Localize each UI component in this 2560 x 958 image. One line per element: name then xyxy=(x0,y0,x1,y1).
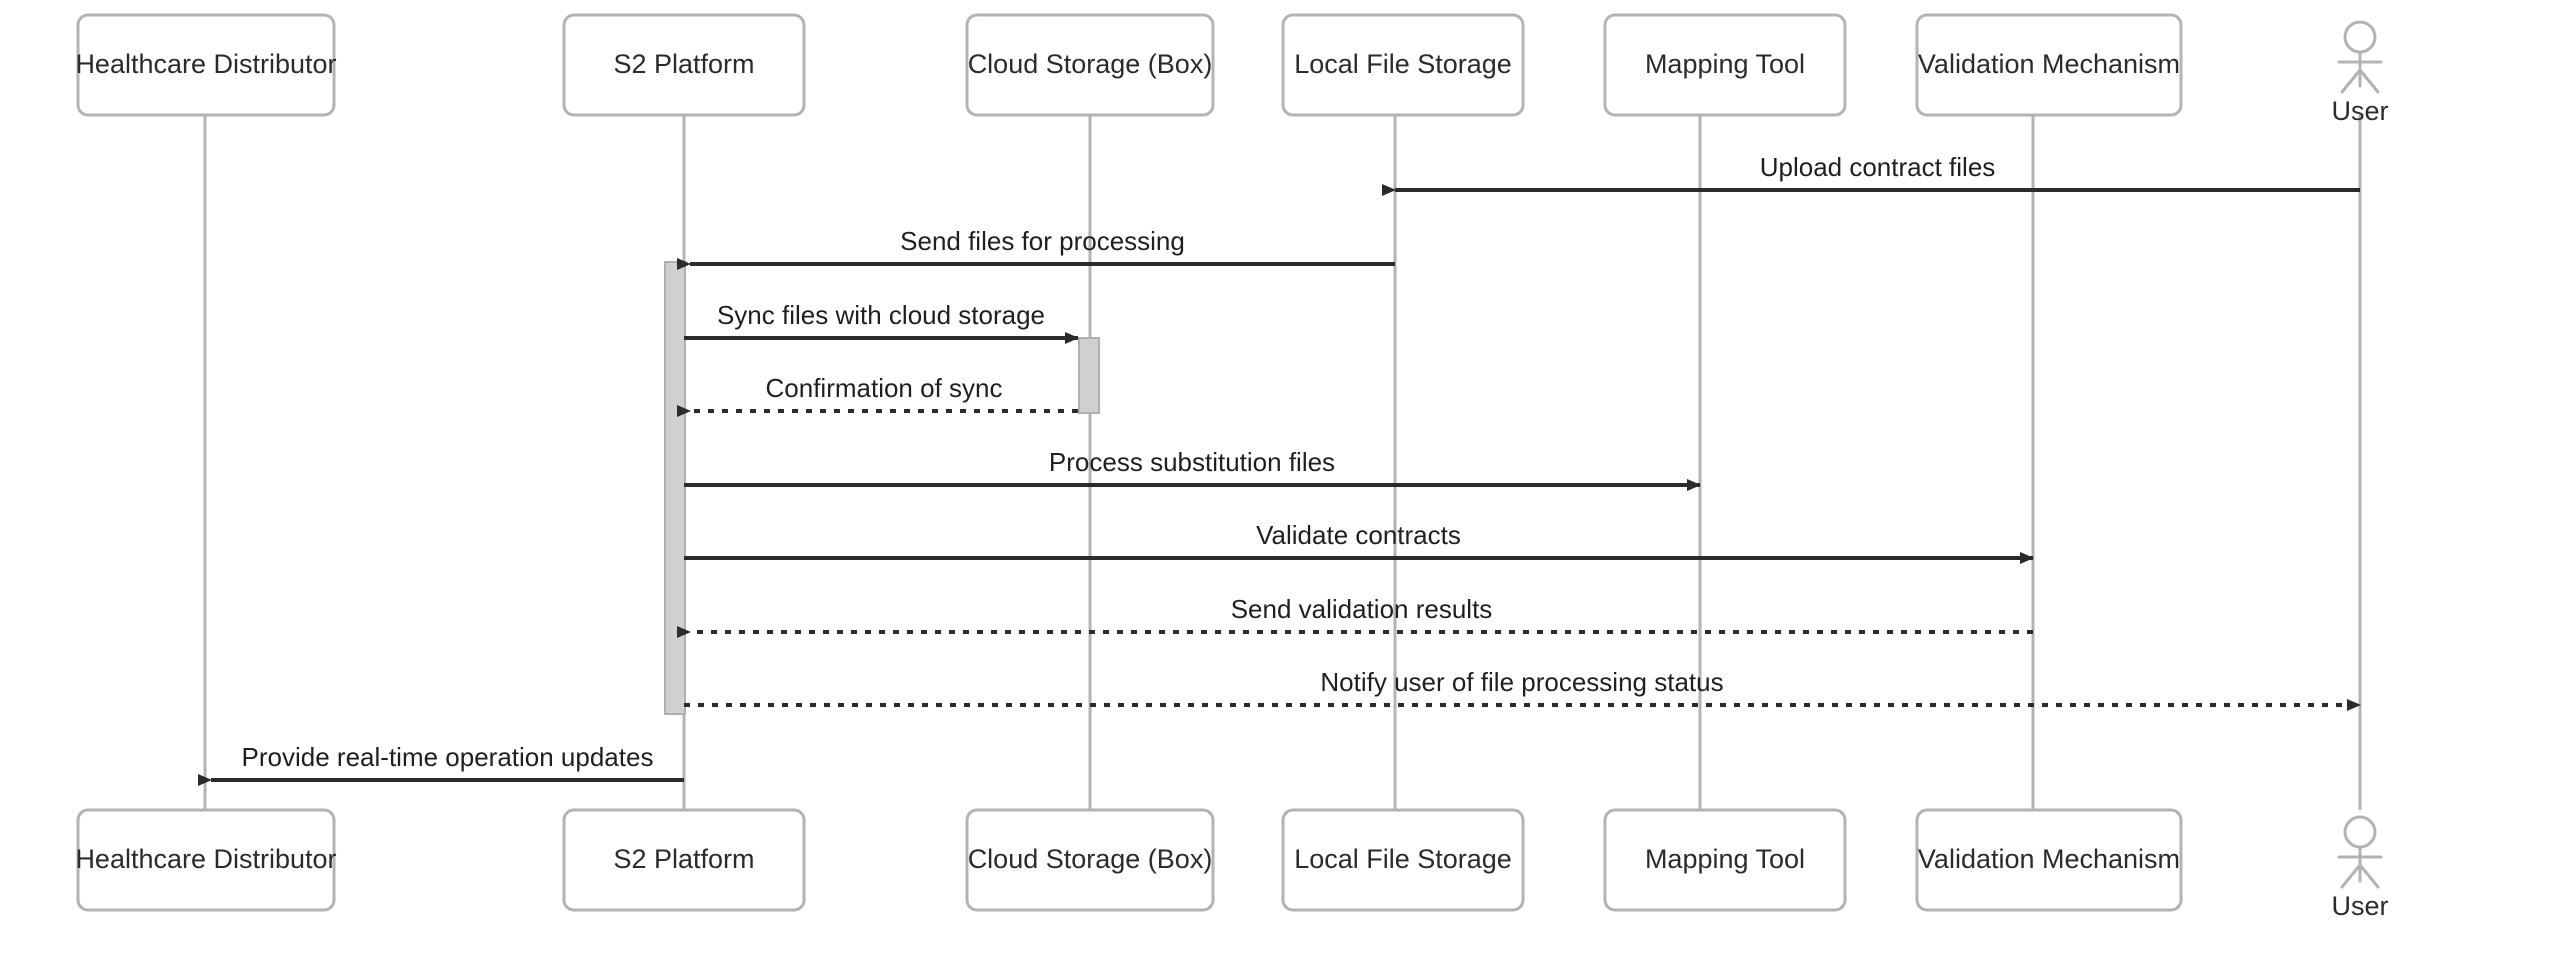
message-label-4: Process substitution files xyxy=(1049,447,1335,477)
participant-label-user: User xyxy=(2331,891,2388,921)
message-label-3: Confirmation of sync xyxy=(766,373,1003,403)
participant-label-validation: Validation Mechanism xyxy=(1918,844,2180,874)
message-8[interactable]: Provide real-time operation updates xyxy=(198,742,684,786)
message-6[interactable]: Send validation results xyxy=(677,594,2033,638)
message-0[interactable]: Upload contract files xyxy=(1382,152,2360,196)
message-label-1: Send files for processing xyxy=(900,226,1185,256)
actor-head-icon xyxy=(2343,815,2377,849)
message-5[interactable]: Validate contracts xyxy=(684,520,2034,564)
activations-layer xyxy=(664,261,1100,715)
participant-box-cloud[interactable] xyxy=(965,808,1215,912)
participant-mapping-header[interactable]: Mapping Tool xyxy=(1603,13,1847,117)
actor-left-leg-icon xyxy=(2340,863,2362,889)
participant-box-s2[interactable] xyxy=(562,808,806,912)
participant-box-validation[interactable] xyxy=(1915,808,2183,912)
participant-cloud-footer[interactable]: Cloud Storage (Box) xyxy=(965,808,1215,912)
actor-left-leg-icon xyxy=(2340,68,2362,94)
participant-label-distributor: Healthcare Distributor xyxy=(75,49,336,79)
participant-box-validation[interactable] xyxy=(1915,13,2183,117)
participant-validation-header[interactable]: Validation Mechanism xyxy=(1915,13,2183,117)
participant-box-local[interactable] xyxy=(1281,13,1525,117)
message-label-5: Validate contracts xyxy=(1256,520,1461,550)
participant-local-header[interactable]: Local File Storage xyxy=(1281,13,1525,117)
participant-box-mapping[interactable] xyxy=(1603,808,1847,912)
participant-label-user: User xyxy=(2331,96,2388,126)
actor-right-leg-icon xyxy=(2358,863,2380,889)
participant-label-s2: S2 Platform xyxy=(613,49,754,79)
message-label-2: Sync files with cloud storage xyxy=(717,300,1045,330)
participant-box-distributor[interactable] xyxy=(76,808,336,912)
participant-s2-header[interactable]: S2 Platform xyxy=(562,13,806,117)
participant-user-header[interactable]: User xyxy=(2331,20,2389,126)
participant-box-distributor[interactable] xyxy=(76,13,336,117)
message-7[interactable]: Notify user of file processing status xyxy=(684,667,2361,711)
participant-label-s2: S2 Platform xyxy=(613,844,754,874)
participant-distributor-header[interactable]: Healthcare Distributor xyxy=(75,13,337,117)
participant-distributor-footer[interactable]: Healthcare Distributor xyxy=(75,808,337,912)
participants-footer-layer: Healthcare Distributor S2 Platform Cloud S… xyxy=(75,808,2389,921)
message-label-7: Notify user of file processing status xyxy=(1320,667,1723,697)
message-2[interactable]: Sync files with cloud storage xyxy=(684,300,1079,344)
message-label-8: Provide real-time operation updates xyxy=(242,742,654,772)
actor-right-leg-icon xyxy=(2358,68,2380,94)
participant-validation-footer[interactable]: Validation Mechanism xyxy=(1915,808,2183,912)
participant-label-mapping: Mapping Tool xyxy=(1645,49,1805,79)
participant-local-footer[interactable]: Local File Storage xyxy=(1281,808,1525,912)
participant-cloud-header[interactable]: Cloud Storage (Box) xyxy=(965,13,1215,117)
activation-bar-cloud xyxy=(1078,337,1100,414)
participant-label-distributor: Healthcare Distributor xyxy=(75,844,336,874)
participant-label-local: Local File Storage xyxy=(1294,844,1512,874)
participant-box-s2[interactable] xyxy=(562,13,806,117)
activation-bar-s2 xyxy=(664,261,686,715)
participant-user-footer[interactable]: User xyxy=(2331,815,2389,921)
participant-label-cloud: Cloud Storage (Box) xyxy=(968,49,1213,79)
participants-header-layer: Healthcare Distributor S2 Platform Cloud S… xyxy=(75,13,2389,126)
message-3[interactable]: Confirmation of sync xyxy=(677,373,1078,417)
lifelines-layer xyxy=(203,115,2362,810)
participant-box-local[interactable] xyxy=(1281,808,1525,912)
message-4[interactable]: Process substitution files xyxy=(684,447,1701,491)
participant-mapping-footer[interactable]: Mapping Tool xyxy=(1603,808,1847,912)
participant-label-validation: Validation Mechanism xyxy=(1918,49,2180,79)
actor-head-icon xyxy=(2343,20,2377,54)
participant-s2-footer[interactable]: S2 Platform xyxy=(562,808,806,912)
participant-label-local: Local File Storage xyxy=(1294,49,1512,79)
participant-label-mapping: Mapping Tool xyxy=(1645,844,1805,874)
message-label-0: Upload contract files xyxy=(1760,152,1996,182)
participant-label-cloud: Cloud Storage (Box) xyxy=(968,844,1213,874)
message-1[interactable]: Send files for processing xyxy=(677,226,1395,270)
message-label-6: Send validation results xyxy=(1231,594,1493,624)
participant-box-cloud[interactable] xyxy=(965,13,1215,117)
participant-box-mapping[interactable] xyxy=(1603,13,1847,117)
